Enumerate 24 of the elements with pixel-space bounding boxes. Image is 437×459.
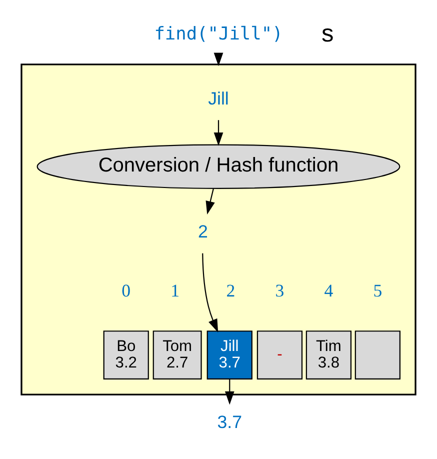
label: 5 bbox=[373, 280, 382, 300]
node-ellipse: Conversion / Hash function bbox=[36, 144, 400, 189]
arrow bbox=[202, 253, 218, 332]
label: s bbox=[321, 20, 334, 48]
arrow bbox=[206, 188, 215, 215]
node-box: Jill 3.7 bbox=[206, 330, 252, 380]
label: 1 bbox=[170, 280, 180, 300]
node-text: 2 bbox=[198, 221, 208, 242]
label: 3 bbox=[275, 280, 284, 300]
node-box: Bo 3.2 bbox=[103, 330, 149, 380]
label: 0 bbox=[122, 280, 131, 300]
node-box: Tom 2.7 bbox=[152, 330, 202, 380]
arrow bbox=[214, 52, 224, 66]
node-box bbox=[354, 330, 400, 380]
node-text: Jill bbox=[208, 88, 229, 108]
label: 2 bbox=[226, 280, 236, 300]
node-box: Tim 3.8 bbox=[306, 330, 352, 380]
arrow bbox=[214, 120, 224, 146]
cluster bbox=[20, 64, 416, 396]
label: 4 bbox=[324, 280, 334, 300]
node-text: 3.7 bbox=[217, 412, 242, 432]
node-text: find("Jill") bbox=[154, 24, 283, 45]
node-box: - bbox=[256, 330, 303, 380]
arrow bbox=[224, 379, 234, 405]
